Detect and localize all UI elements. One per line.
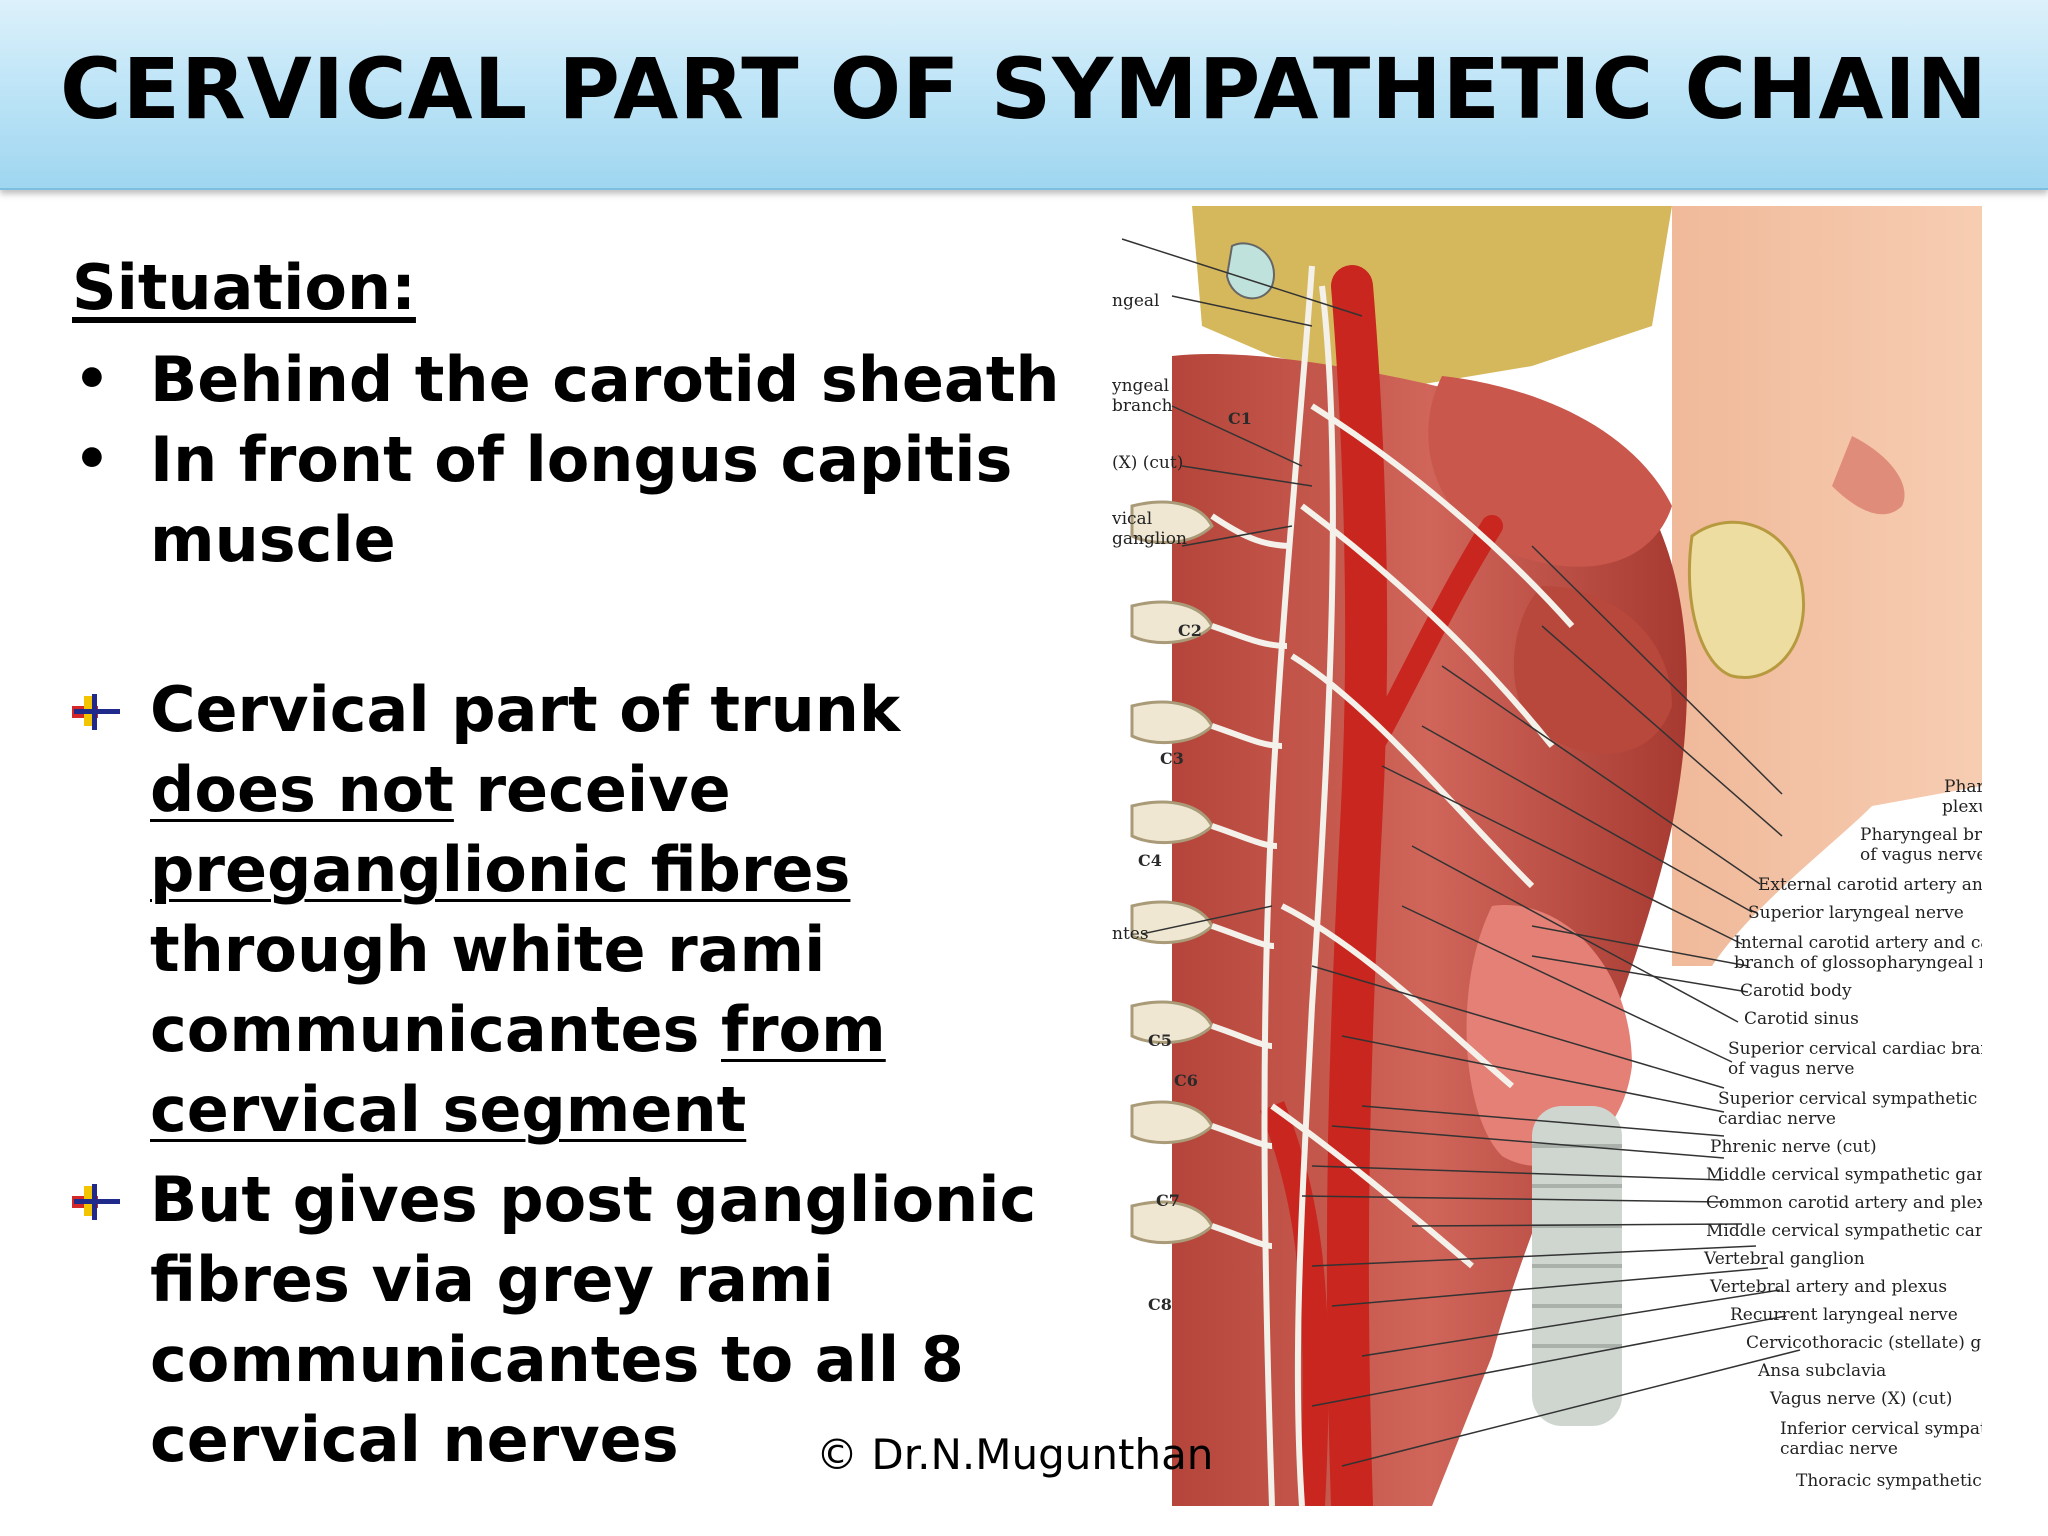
figure-label: cardiac nerve (1718, 1109, 1836, 1129)
figure-label: Vertebral ganglion (1703, 1249, 1865, 1269)
figure-label: Vertebral artery and plexus (1709, 1277, 1947, 1297)
figure-label: ntes (1112, 924, 1149, 944)
title-bar: CERVICAL PART OF SYMPATHETIC CHAIN (0, 0, 2048, 190)
figure-label: Recurrent laryngeal nerve (1730, 1305, 1958, 1325)
figure-label: Carotid sinus (1744, 1009, 1859, 1029)
mandible (1687, 520, 1805, 679)
figure-label: Middle cervical sympathetic cardiac n (1706, 1221, 1982, 1241)
figure-label: yngeal (1112, 376, 1169, 396)
figure-label: Middle cervical sympathetic ganglion (1706, 1165, 1982, 1185)
segment-label: C1 (1228, 409, 1252, 428)
figure-label: ngeal (1112, 291, 1159, 311)
figure-label: of vagus nerve (1860, 845, 1982, 865)
point-emphasis: preganglionic fibres (150, 833, 851, 906)
face-skin (1672, 206, 1982, 966)
figure-label: Cervicothoracic (stellate) gangli (1746, 1333, 1982, 1353)
point-item: Cervical part of trunk does not receive … (72, 670, 1082, 1150)
figure-label: branch (1112, 396, 1173, 416)
right-labels: Pharyr plexus Pharyngeal brancl of vagus… (1703, 777, 1982, 1491)
bullet-dot-icon: • (74, 427, 110, 492)
slide-title: CERVICAL PART OF SYMPATHETIC CHAIN (60, 40, 1988, 138)
vertebral-column (1130, 500, 1214, 1245)
point-text: through white rami communicantes (150, 913, 826, 1066)
figure-label: Ansa subclavia (1757, 1361, 1886, 1381)
skull-base (1192, 206, 1672, 386)
figure-label: branch of glossopharyngeal nerve (1734, 953, 1982, 973)
bullet-item: • In front of longus capitis muscle (72, 420, 1082, 580)
segment-label: C4 (1138, 851, 1162, 870)
segment-label: C6 (1174, 1071, 1198, 1090)
anatomy-illustration: ngeal yngeal branch (X) (cut) vical gang… (1112, 206, 1982, 1506)
figure-label: (X) (cut) (1112, 453, 1183, 473)
figure-label: Common carotid artery and plexus (1706, 1193, 1982, 1213)
segment-label: C2 (1178, 621, 1202, 640)
figure-label: of vagus nerve (1728, 1059, 1854, 1079)
point-emphasis: from cervical segment (150, 993, 886, 1146)
point-item: But gives post ganglionic fibres via gre… (72, 1160, 1082, 1480)
situation-heading: Situation: (72, 251, 416, 324)
point-text: But gives post ganglionic fibres via gre… (150, 1163, 1037, 1476)
figure-label: Inferior cervical sympathet (1780, 1419, 1982, 1439)
slide-text: Situation: • Behind the carotid sheath •… (72, 248, 1082, 1480)
lips (1832, 436, 1905, 515)
bullet-item: • Behind the carotid sheath (72, 340, 1082, 420)
nerves (1210, 265, 1575, 1506)
bullet-text: In front of longus capitis muscle (150, 423, 1013, 576)
segment-label: C5 (1148, 1031, 1172, 1050)
figure-label: Internal carotid artery and carotid (1734, 933, 1982, 953)
figure-label: Superior laryngeal nerve (1748, 903, 1964, 923)
figure-label: External carotid artery and ple (1758, 875, 1982, 895)
segment-label: C7 (1156, 1191, 1180, 1210)
figure-label: vical (1112, 509, 1152, 529)
bullet-text: Behind the carotid sheath (150, 343, 1060, 416)
figure-label: cardiac nerve (1780, 1439, 1898, 1459)
copyright-text: © Dr.N.Mugunthan (816, 1430, 1214, 1479)
cross-bullet-icon (72, 694, 120, 730)
point-emphasis: does not (150, 753, 454, 826)
figure-label: Pharyngeal brancl (1860, 825, 1982, 845)
bullet-dot-icon: • (74, 347, 110, 412)
figure-label: Phrenic nerve (cut) (1710, 1137, 1877, 1157)
segment-label: C8 (1148, 1295, 1172, 1314)
figure-label: ganglion (1112, 529, 1187, 549)
point-text: receive (453, 753, 731, 826)
figure-label: Vagus nerve (X) (cut) (1769, 1389, 1952, 1409)
point-text: Cervical part of trunk (150, 673, 901, 746)
figure-label: plexus (1942, 797, 1982, 817)
segment-label: C3 (1160, 749, 1184, 768)
figure-label: Thoracic sympathetic an (1796, 1471, 1982, 1491)
cross-bullet-icon (72, 1184, 120, 1220)
figure-label: Carotid body (1740, 981, 1852, 1001)
figure-label: Superior cervical sympathetic (1718, 1089, 1977, 1109)
carotid-artery (1326, 265, 1388, 1506)
figure-label: Pharyr (1944, 777, 1982, 797)
figure-label: Superior cervical cardiac branch (1728, 1039, 1982, 1059)
leader-lines (1121, 238, 1801, 1467)
